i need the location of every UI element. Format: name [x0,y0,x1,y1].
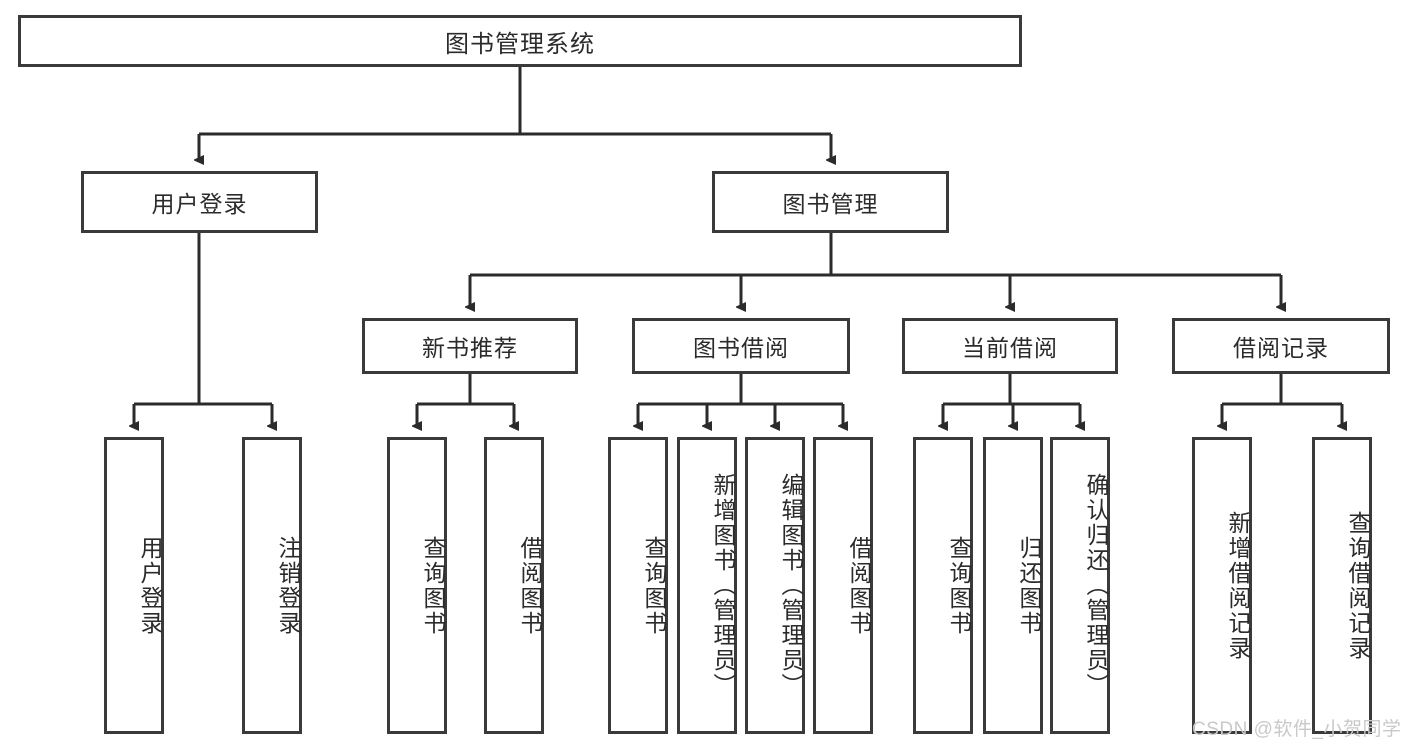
node-new-book-recommend-label: 新书推荐 [422,335,518,361]
node-new-book-recommend[interactable]: 新书推荐 [362,318,578,374]
node-book-management[interactable]: 图书管理 [712,171,949,233]
node-borrow-record-label: 借阅记录 [1233,335,1329,361]
node-borrow-record[interactable]: 借阅记录 [1172,318,1390,374]
edge-group-user-login [134,233,272,426]
node-current-borrow-label: 当前借阅 [962,335,1058,361]
leaf-label: 借阅图书 [846,535,872,636]
node-current-borrow[interactable]: 当前借阅 [902,318,1118,374]
leaf-confirm-return-admin[interactable]: 确认归还（管理员） [1050,437,1110,734]
node-book-borrow[interactable]: 图书借阅 [632,318,850,374]
leaf-borrow-book-recommend[interactable]: 借阅图书 [484,437,544,734]
leaf-query-book-recommend[interactable]: 查询图书 [387,437,447,734]
leaf-add-book-admin[interactable]: 新增图书（管理员） [677,437,737,734]
node-book-borrow-label: 图书借阅 [693,335,789,361]
leaf-label: 归还图书 [1016,535,1042,636]
leaf-query-book-current[interactable]: 查询图书 [913,437,973,734]
leaf-label: 查询图书 [420,535,446,636]
leaf-label: 注销登录 [275,535,301,636]
leaf-label: 编辑图书（管理员） [778,473,804,698]
leaf-query-borrow-record[interactable]: 查询借阅记录 [1312,437,1372,734]
leaf-label: 用户登录 [137,535,163,636]
leaf-return-book[interactable]: 归还图书 [983,437,1043,734]
leaf-edit-book-admin[interactable]: 编辑图书（管理员） [745,437,805,734]
edge-group-new-book [417,374,514,426]
leaf-label: 查询图书 [946,535,972,636]
leaf-query-book-borrow[interactable]: 查询图书 [608,437,668,734]
node-book-management-label: 图书管理 [782,191,879,217]
edge-group-current-borrow [943,374,1080,426]
node-user-login-label: 用户登录 [151,191,248,217]
watermark-csdn: CSDN @软件_小贺同学 [1192,719,1402,740]
leaf-label: 新增图书（管理员） [710,473,736,698]
leaf-label: 查询借阅记录 [1345,510,1371,661]
edge-group-root [199,67,831,160]
leaf-label: 确认归还（管理员） [1083,473,1109,698]
leaf-label: 新增借阅记录 [1225,510,1251,661]
edge-group-book-borrow [638,374,843,426]
node-root-label: 图书管理系统 [445,30,595,58]
node-root-system[interactable]: 图书管理系统 [18,15,1022,67]
leaf-borrow-book[interactable]: 借阅图书 [813,437,873,734]
leaf-logout[interactable]: 注销登录 [242,437,302,734]
leaf-user-login[interactable]: 用户登录 [104,437,164,734]
leaf-label: 借阅图书 [517,535,543,636]
leaf-label: 查询图书 [641,535,667,636]
edge-group-book-management [470,233,1281,307]
node-user-login[interactable]: 用户登录 [81,171,318,233]
leaf-add-borrow-record[interactable]: 新增借阅记录 [1192,437,1252,734]
edge-group-borrow-record [1222,374,1342,426]
